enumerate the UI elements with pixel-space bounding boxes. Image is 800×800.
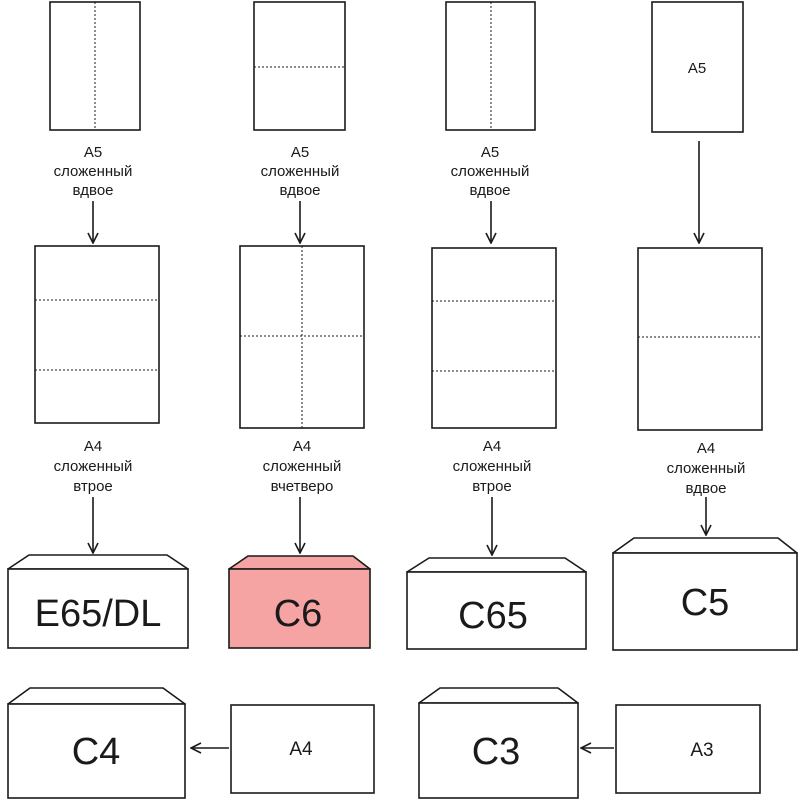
pair-a3-c3: C3 A3: [418, 687, 761, 799]
envelope-code: C4: [72, 731, 121, 773]
envelope-e65-dl: E65/DL: [7, 554, 189, 649]
sheet-label: A4: [289, 739, 313, 760]
envelope-c3: C3: [418, 687, 579, 799]
envelope-c65: C65: [406, 557, 587, 650]
mid-sheet-a4-folded-half: [637, 247, 763, 431]
caption-fold-type: вдвое: [469, 182, 510, 199]
caption-size: A4: [293, 438, 311, 455]
caption-size: A4: [84, 438, 102, 455]
mid-sheet-a4-folded-quarters: [239, 245, 365, 429]
column-1: A5 сложенный вдвое A4 сложенный втрое E6…: [7, 1, 189, 649]
caption-fold-type: вдвое: [685, 480, 726, 497]
envelope-c5: C5: [612, 537, 798, 651]
caption-fold-type: вдвое: [72, 182, 113, 199]
caption-size: A4: [697, 440, 715, 457]
sheet-label: A3: [690, 740, 713, 761]
envelope-code: C5: [681, 582, 730, 624]
envelope-code: E65/DL: [35, 593, 162, 635]
column-3: A5 сложенный вдвое A4 сложенный втрое C6…: [406, 1, 587, 650]
caption-size: A5: [84, 144, 102, 161]
column-2: A5 сложенный вдвое A4 сложенный вчетверо…: [228, 1, 371, 649]
caption-folded: сложенный: [451, 163, 530, 180]
caption-fold-type: вдвое: [279, 182, 320, 199]
top-sheet-a5-vertical-fold: [49, 1, 141, 131]
caption-folded: сложенный: [263, 458, 342, 475]
caption-folded: сложенный: [667, 460, 746, 477]
mid-sheet-a4-folded-thirds: [431, 247, 557, 429]
caption-size: A4: [483, 438, 501, 455]
column-4: A5 A4 сложенный вдвое C5: [612, 1, 798, 651]
top-sheet-a5: A5: [651, 1, 744, 133]
caption-folded: сложенный: [54, 458, 133, 475]
caption-folded: сложенный: [261, 163, 340, 180]
envelope-c4: C4: [7, 687, 186, 799]
caption-size: A5: [481, 144, 499, 161]
sheet-a4: A4: [230, 704, 375, 794]
mid-sheet-a4-folded-thirds: [34, 245, 160, 424]
sheet-a3: A3: [615, 704, 761, 794]
caption-size: A5: [291, 144, 309, 161]
pair-a4-c4: C4 A4: [7, 687, 375, 799]
caption-fold-type: втрое: [73, 478, 113, 495]
envelope-code: C6: [274, 593, 323, 635]
envelope-code: C3: [472, 731, 521, 773]
caption-folded: сложенный: [453, 458, 532, 475]
envelope-code: C65: [458, 595, 528, 637]
caption-fold-type: вчетверо: [271, 478, 334, 495]
top-sheet-a5-vertical-fold: [445, 1, 536, 131]
caption-fold-type: втрое: [472, 478, 512, 495]
envelope-c6: C6: [228, 555, 371, 649]
sheet-label: A5: [688, 60, 706, 77]
caption-folded: сложенный: [54, 163, 133, 180]
top-sheet-a5-horizontal-fold: [253, 1, 346, 131]
